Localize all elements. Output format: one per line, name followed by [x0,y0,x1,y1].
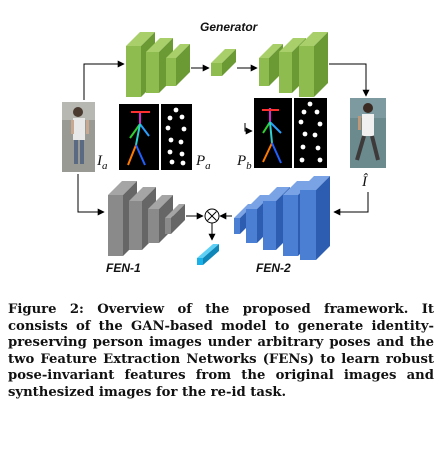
figure-caption: Figure 2: Overview of the proposed frame… [8,302,434,400]
generator-bottleneck [211,49,236,76]
framework-figure: Generator [62,20,386,275]
pose-skeleton-image-a [119,104,159,170]
pose-a-label: Pa [195,153,211,172]
fen-1-network [108,181,185,256]
fen-1-label: FEN-1 [106,261,141,275]
fen-2-network [234,176,330,260]
pose-skeleton-image-b [254,98,292,168]
output-label: Î [361,173,368,190]
combine-operator [204,208,220,224]
input-person-image [62,102,95,172]
pose-b-label: Pb [236,153,252,172]
pose-keypoints-image-a [161,104,192,170]
generator-decoder [259,32,328,97]
generator-encoder [126,32,190,97]
feature-vector [197,244,219,265]
generator-label: Generator [200,20,259,34]
fen-2-label: FEN-2 [256,261,291,275]
generated-person-image [350,98,386,168]
input-label: Ia [96,153,108,172]
pose-keypoints-image-b [294,98,327,168]
